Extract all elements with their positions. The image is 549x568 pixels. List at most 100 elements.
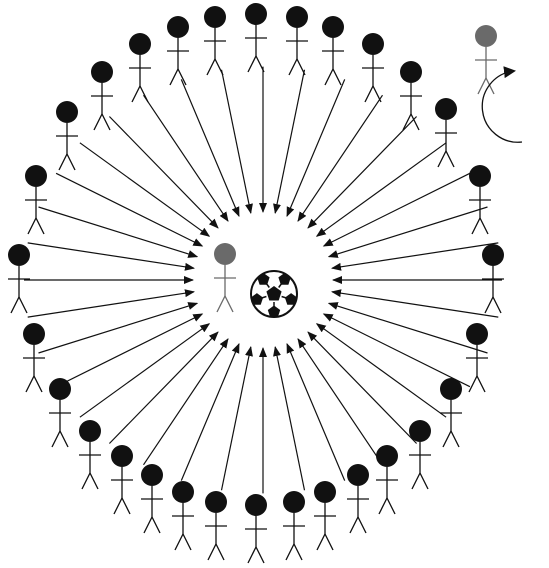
pass-arrow-29 [28,243,194,268]
person-left-leg [317,534,325,550]
person-head [466,323,488,345]
person-right-leg [446,151,454,167]
person-left-leg [52,431,60,447]
person-left-leg [379,498,387,514]
person-left-leg [59,154,67,170]
person-right-leg [297,59,305,75]
outer-player-2 [286,6,308,75]
person-head [56,101,78,123]
pass-arrow-22 [144,339,229,465]
person-left-leg [438,151,446,167]
pass-arrow-9 [332,243,498,268]
pass-arrow-4 [298,95,383,221]
person-left-leg [365,86,373,102]
person-left-leg [485,297,493,313]
pass-arrow-32 [80,143,209,237]
person-left-leg [248,56,256,72]
outer-player-14 [314,481,336,550]
outer-player-5 [400,61,422,130]
person-left-leg [248,547,256,563]
center-area [214,243,297,317]
pass-arrow-15 [308,332,417,443]
person-right-leg [67,154,75,170]
person-right-leg [256,56,264,72]
person-head [283,491,305,513]
person-head [111,445,133,467]
pass-arrow-20 [222,347,251,490]
pass-arrow-6 [317,143,446,237]
pass-arrow-11 [332,292,498,317]
person-head [322,16,344,38]
outer-player-28 [129,33,151,102]
person-head [214,243,236,265]
outer-player-16 [245,494,267,563]
person-head [286,6,308,28]
person-head [205,491,227,513]
pass-arrow-18 [275,347,304,490]
person-left-leg [208,544,216,560]
person-head [245,494,267,516]
person-left-leg [443,431,451,447]
person-head [347,464,369,486]
person-right-leg [373,86,381,102]
center-player [214,243,236,312]
person-head [23,323,45,345]
outer-player-24 [8,244,30,313]
person-head [129,33,151,55]
outer-player-8 [482,244,504,313]
person-head [204,6,226,28]
person-right-leg [102,114,110,130]
person-right-leg [451,431,459,447]
person-right-leg [90,473,98,489]
person-right-leg [477,376,485,392]
person-head [25,165,47,187]
person-head [141,464,163,486]
person-head [172,481,194,503]
pass-arrow-2 [275,70,304,213]
outer-player-29 [167,16,189,85]
person-right-leg [215,59,223,75]
person-left-leg [472,218,480,234]
person-left-leg [114,498,122,514]
person-head [376,445,398,467]
outer-player-15 [283,491,305,560]
person-head [469,165,491,187]
person-head [314,481,336,503]
pass-arrow-3 [287,79,345,216]
pass-arrow-21 [181,344,239,481]
pass-arrow-14 [317,324,446,418]
pass-arrow-27 [28,292,194,317]
person-left-leg [11,297,19,313]
outer-player-11 [409,420,431,489]
pass-arrow-36 [222,70,251,213]
person-right-leg [411,114,419,130]
person-left-leg [28,218,36,234]
person-head [245,3,267,25]
outer-player-12 [376,445,398,514]
person-right-leg [493,297,501,313]
person-right-leg [225,296,233,312]
outer-player-3 [322,16,344,85]
soccer-ball-icon [251,271,298,317]
person-left-leg [82,473,90,489]
person-left-leg [170,69,178,85]
person-left-leg [207,59,215,75]
person-head [482,244,504,266]
person-head [475,25,497,47]
person-right-leg [216,544,224,560]
pass-arrow-34 [144,95,229,221]
outer-player-1 [245,3,267,72]
person-head [79,420,101,442]
outer-player-4 [362,33,384,102]
person-left-leg [469,376,477,392]
person-right-leg [36,218,44,234]
outer-player-18 [172,481,194,550]
person-left-leg [350,517,358,533]
pass-arrow-24 [80,324,209,418]
person-head [400,61,422,83]
outer-player-9 [466,323,488,392]
outer-player-10 [440,378,462,447]
person-right-leg [183,534,191,550]
person-head [409,420,431,442]
